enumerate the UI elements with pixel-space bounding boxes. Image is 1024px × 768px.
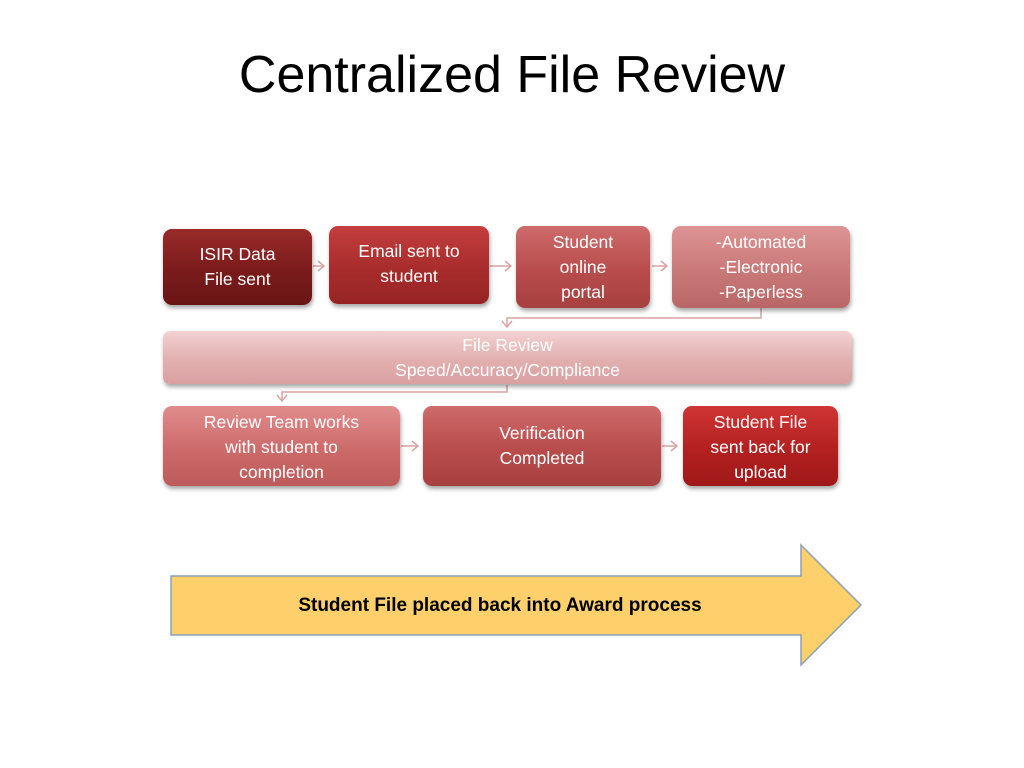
flow-step-verification: Verification Completed (423, 406, 661, 486)
flow-step-file-review: File Review Speed/Accuracy/Compliance (163, 331, 852, 384)
award-process-arrow-shape (170, 543, 863, 667)
flow-step-automated: -Automated -Electronic -Paperless (672, 226, 850, 308)
flow-step-isir-data: ISIR Data File sent (163, 229, 312, 305)
slide-title: Centralized File Review (238, 46, 786, 104)
flow-step-student-portal: Student online portal (516, 226, 650, 308)
flow-step-review-team: Review Team works with student to comple… (163, 406, 400, 486)
flow-step-upload: Student File sent back for upload (683, 406, 838, 486)
award-process-label: Student File placed back into Award proc… (298, 595, 702, 616)
flow-step-email-student: Email sent to student (329, 226, 489, 304)
